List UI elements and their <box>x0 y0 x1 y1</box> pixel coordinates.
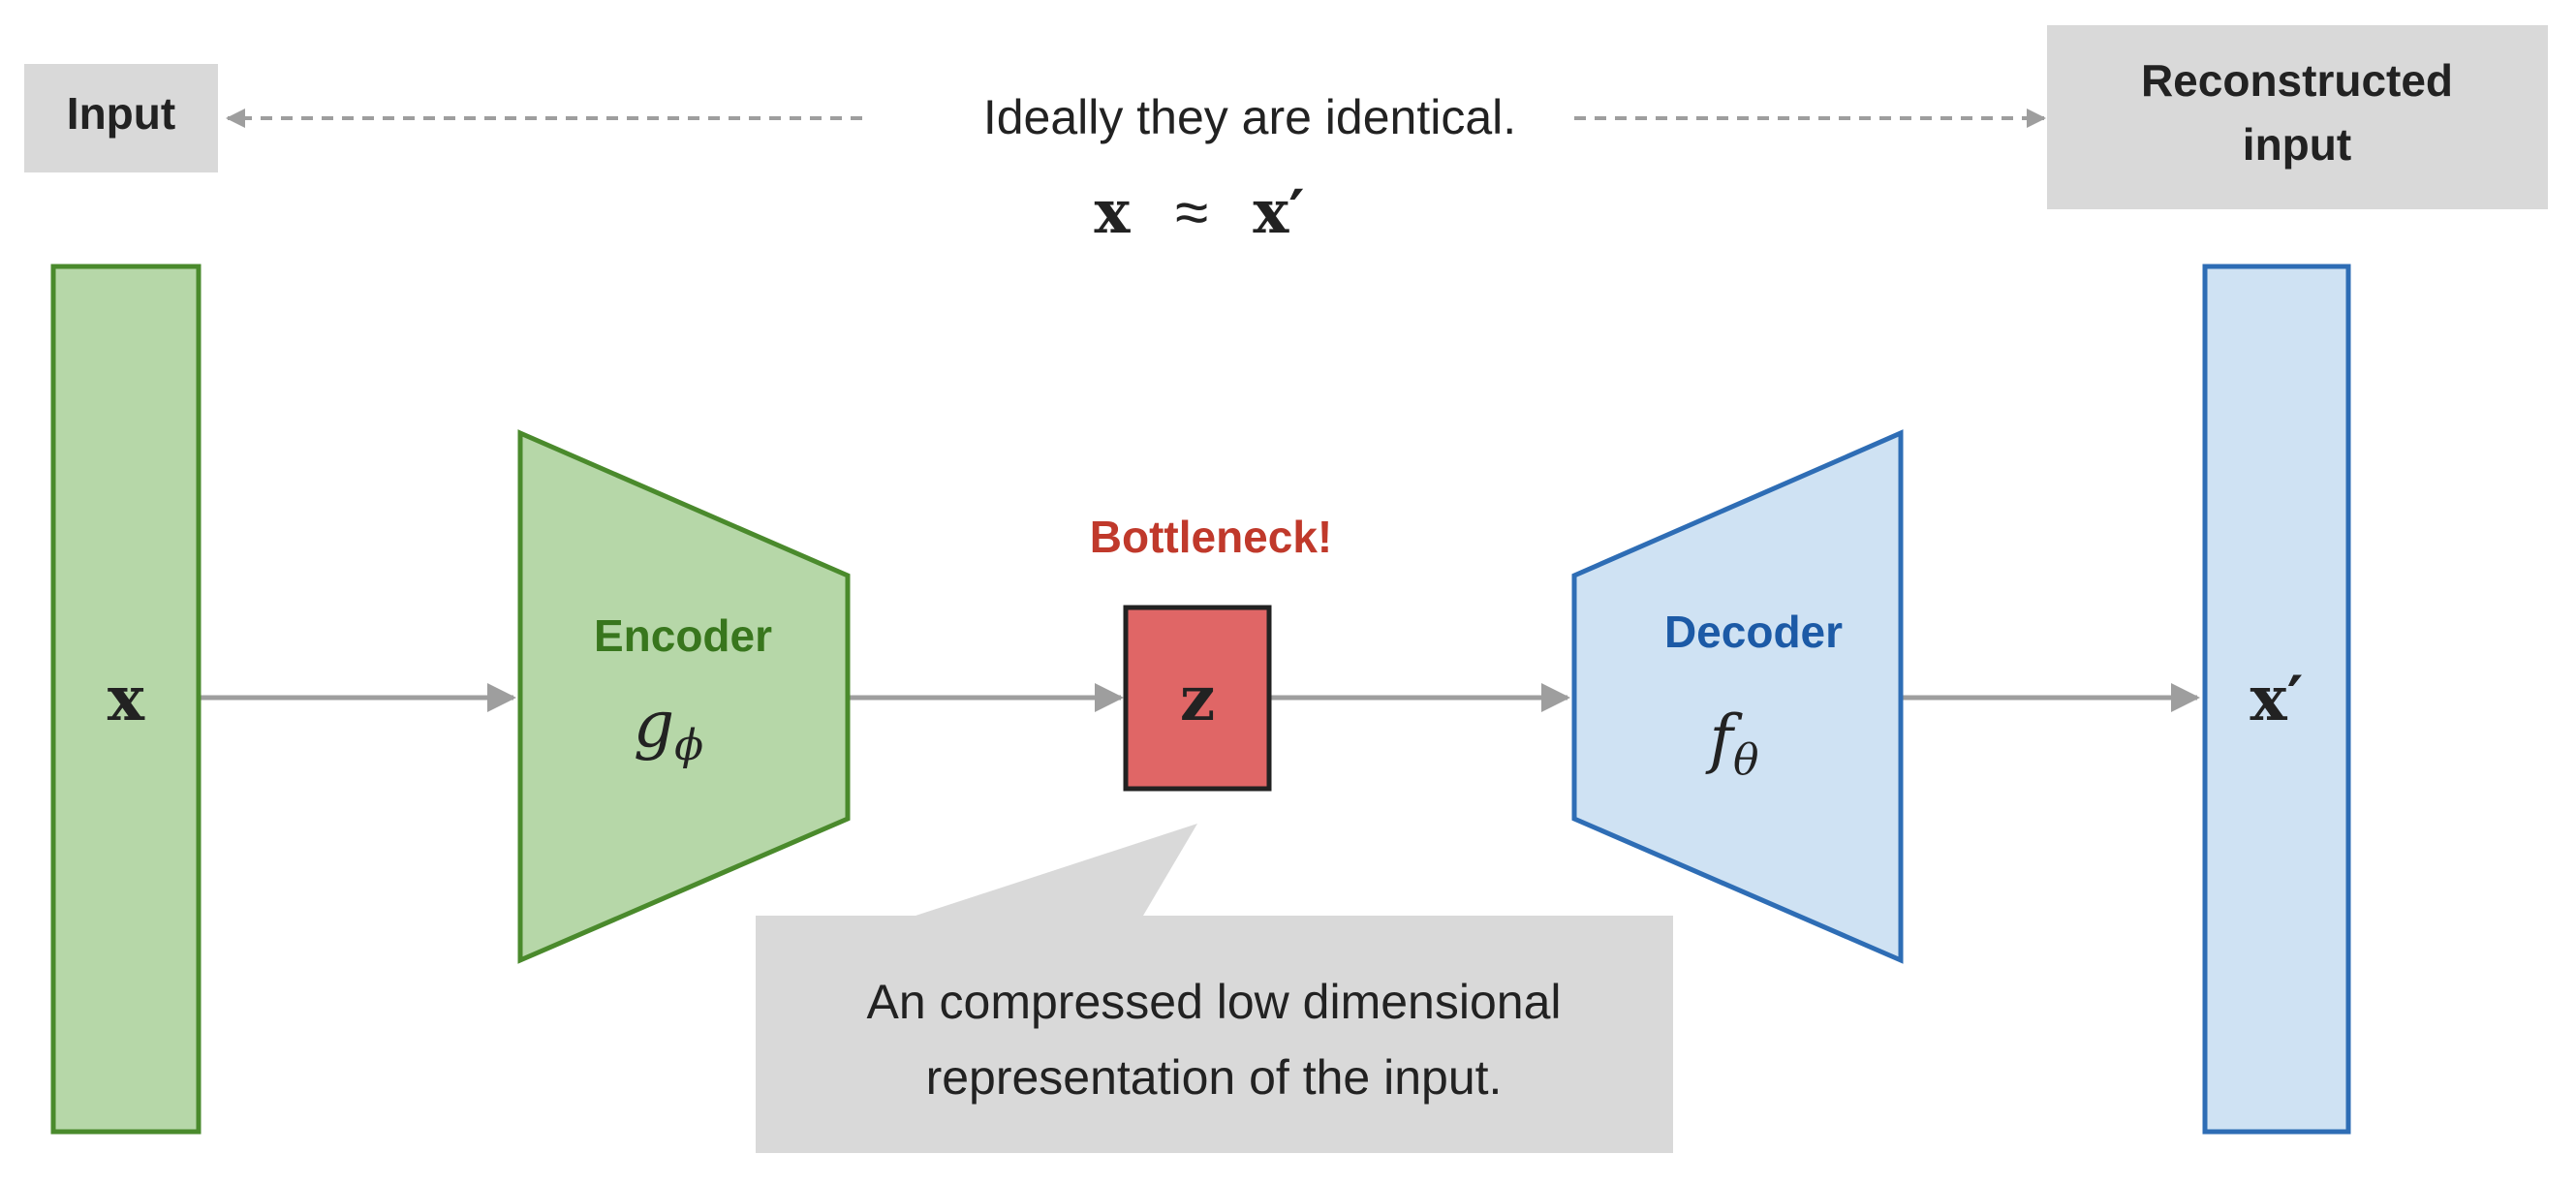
bottleneck-block: z <box>1123 605 1272 792</box>
bottleneck-label: Bottleneck! <box>1090 512 1332 562</box>
approx-equation: x ≈ x′ <box>1095 176 1305 247</box>
decoder-label: Decoder <box>1664 607 1843 657</box>
approx-rhs: x′ <box>1253 176 1304 247</box>
input-vector: x <box>50 264 202 1135</box>
approx-lhs: x <box>1095 176 1132 247</box>
approx-symbol: ≈ <box>1175 179 1208 246</box>
input-vector-symbol: x <box>108 663 145 735</box>
bottleneck-symbol: z <box>1180 663 1215 735</box>
input-label: Input <box>67 88 175 139</box>
output-vector-symbol: x′ <box>2250 663 2303 735</box>
decoder-subscript: θ <box>1733 735 1759 785</box>
encoder-block: Encoder gϕ <box>517 429 851 964</box>
encoder-func: g <box>634 687 674 762</box>
encoder-subscript: ϕ <box>674 721 703 770</box>
svg-text:gϕ: gϕ <box>634 687 703 770</box>
identical-caption: Ideally they are identical. <box>983 90 1516 144</box>
output-vector: x′ <box>2202 264 2351 1135</box>
encoder-label: Encoder <box>594 610 772 661</box>
reconstructed-label-line1: Reconstructed <box>2141 55 2453 106</box>
callout-line2: representation of the input. <box>926 1050 1503 1105</box>
callout: An compressed low dimensional representa… <box>756 824 1673 1153</box>
reconstructed-label-line2: input <box>2243 119 2351 170</box>
decoder-block: Decoder fθ <box>1571 429 1904 964</box>
input-label-box: Input <box>24 64 218 172</box>
reconstructed-label-box: Reconstructed input <box>2047 25 2548 209</box>
callout-line1: An compressed low dimensional <box>866 975 1561 1029</box>
